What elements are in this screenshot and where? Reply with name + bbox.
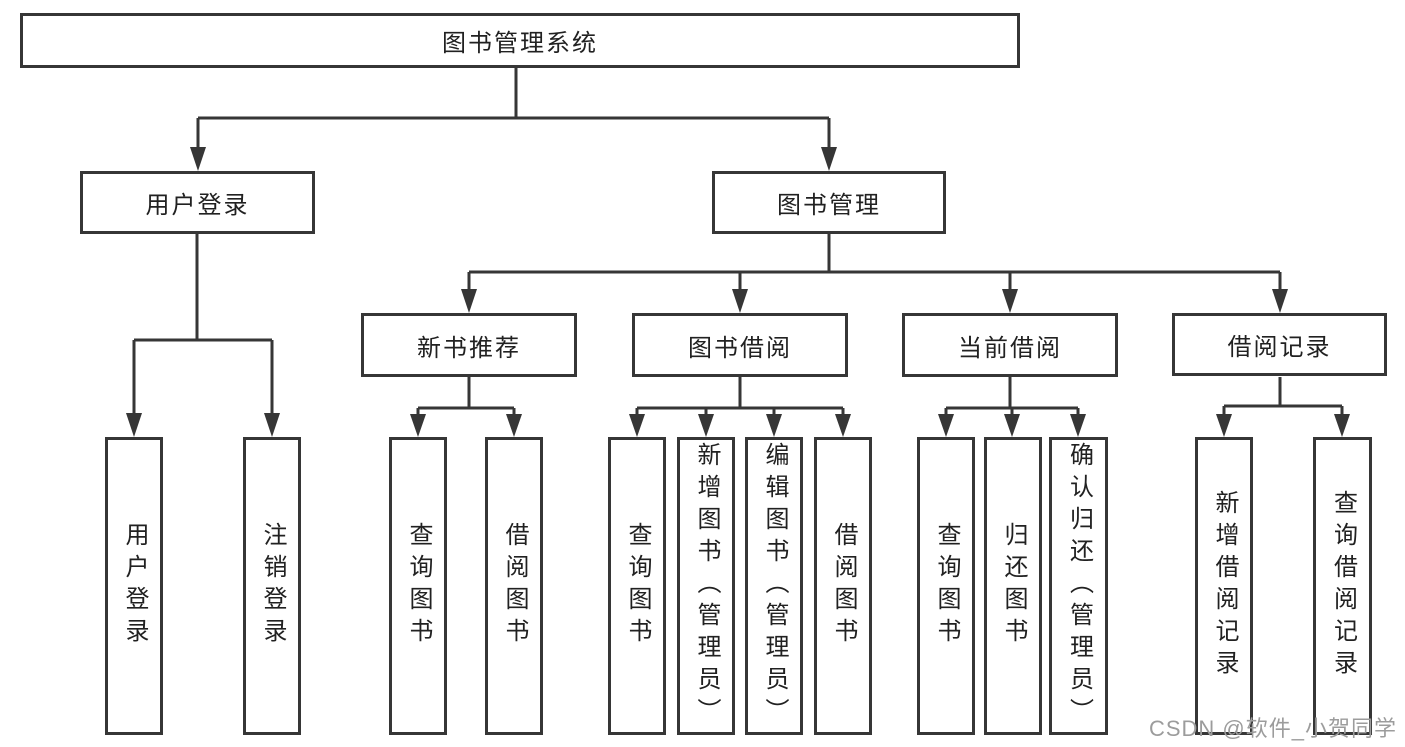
leaf-query-books-recommend: 查询图书: [389, 437, 447, 735]
leaf-label: 确认归还（管理员）: [1065, 442, 1093, 730]
node-user-login: 用户登录: [80, 171, 315, 234]
leaf-confirm-return-admin: 确认归还（管理员）: [1049, 437, 1108, 735]
leaf-return-books: 归还图书: [984, 437, 1042, 735]
leaf-label: 查询借阅记录: [1329, 490, 1357, 682]
node-label: 图书管理系统: [442, 30, 598, 57]
leaf-label: 查询图书: [624, 522, 651, 650]
leaf-edit-book-admin: 编辑图书（管理员）: [745, 437, 803, 735]
leaf-add-borrow-record: 新增借阅记录: [1195, 437, 1253, 735]
leaf-borrow-books: 借阅图书: [814, 437, 872, 735]
leaf-query-books-current: 查询图书: [917, 437, 975, 735]
node-book-management: 图书管理: [712, 171, 946, 234]
leaf-label: 用户登录: [121, 522, 148, 650]
leaf-label: 归还图书: [1000, 522, 1027, 650]
leaf-label: 借阅图书: [830, 522, 857, 650]
node-label: 借阅记录: [1227, 334, 1332, 361]
leaf-label: 新增借阅记录: [1211, 490, 1238, 682]
leaf-label: 查询图书: [933, 522, 960, 650]
node-label: 新书推荐: [417, 334, 521, 362]
leaf-label: 新增图书（管理员）: [693, 442, 720, 730]
node-new-book-recommend: 新书推荐: [361, 313, 577, 377]
leaf-query-borrow-record: 查询借阅记录: [1313, 437, 1372, 735]
leaf-query-books-borrow: 查询图书: [608, 437, 666, 735]
node-borrow-records: 借阅记录: [1172, 313, 1387, 376]
node-label: 当前借阅: [958, 334, 1062, 362]
node-root-library-system: 图书管理系统: [20, 13, 1020, 68]
leaf-add-book-admin: 新增图书（管理员）: [677, 437, 735, 735]
leaf-label: 借阅图书: [501, 522, 528, 650]
leaf-label: 编辑图书（管理员）: [761, 442, 788, 730]
node-book-borrow: 图书借阅: [632, 313, 848, 377]
node-label: 用户登录: [145, 192, 250, 219]
csdn-watermark: CSDN @软件_小贺同学: [1148, 716, 1397, 741]
leaf-user-login: 用户登录: [105, 437, 163, 735]
leaf-label: 查询图书: [405, 522, 432, 650]
leaf-logout: 注销登录: [243, 437, 301, 735]
node-label: 图书管理: [777, 192, 881, 219]
leaf-label: 注销登录: [259, 522, 286, 650]
node-label: 图书借阅: [688, 334, 792, 362]
node-current-borrow: 当前借阅: [902, 313, 1118, 377]
leaf-borrow-books-recommend: 借阅图书: [485, 437, 543, 735]
